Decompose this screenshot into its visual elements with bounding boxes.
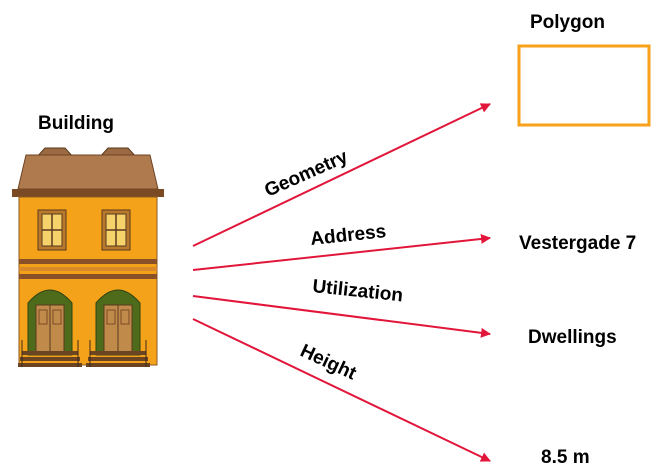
arrow-address [192, 233, 491, 271]
rectangle-polygon-icon [517, 44, 651, 127]
value-address: Vestergade 7 [519, 233, 637, 254]
arrow-height [192, 318, 491, 462]
arrow-geometry [192, 103, 491, 247]
value-utilization: Dwellings [528, 327, 617, 348]
upper-window-right [101, 209, 131, 251]
relation-height-label: Height [297, 340, 360, 384]
steps [18, 351, 150, 367]
upper-window-left [37, 209, 67, 251]
door-left [27, 289, 73, 356]
relation-geometry-label: Geometry [261, 146, 351, 201]
townhouse-icon [12, 147, 164, 367]
value-height: 8.5 m [541, 447, 590, 468]
entity-label: Building [38, 113, 114, 134]
value-geometry: Polygon [530, 12, 605, 33]
door-right [95, 289, 141, 356]
relation-address-label: Address [309, 221, 387, 250]
relation-utilization-label: Utilization [311, 276, 403, 306]
arrow-utilization [192, 295, 491, 338]
